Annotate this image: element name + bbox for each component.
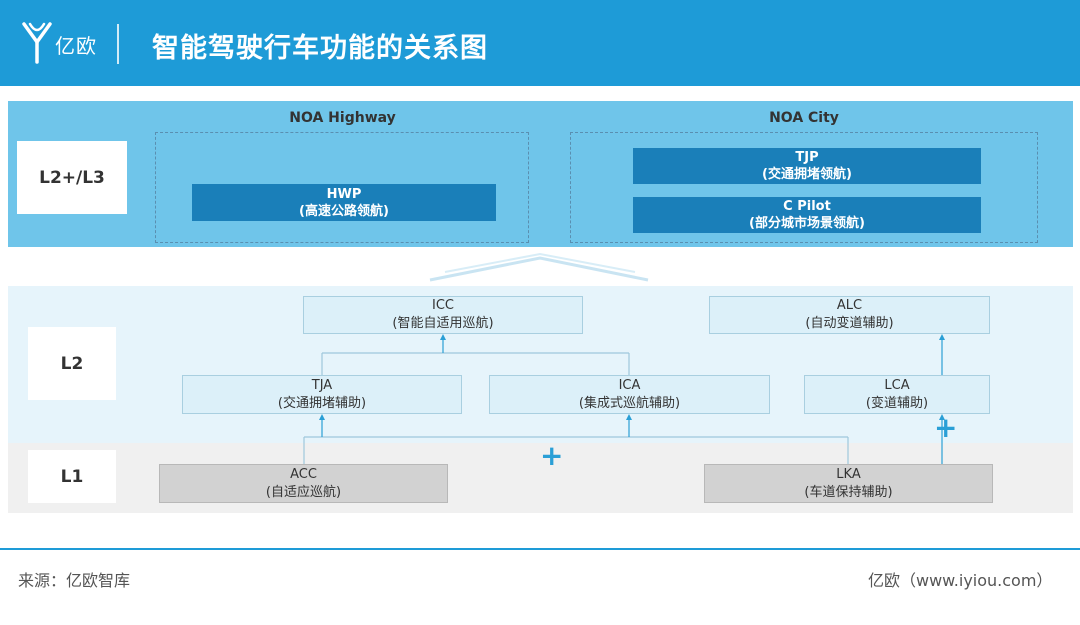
- box-hwp: HWP (高速公路领航): [192, 184, 496, 221]
- box-icc-desc: (智能自适用巡航): [392, 316, 494, 331]
- yiou-logo-icon: [22, 22, 52, 64]
- level-label-l2plus: L2+/L3: [17, 141, 127, 214]
- header-bar: [0, 0, 1080, 86]
- group-city: [570, 132, 1038, 243]
- box-alc-name: ALC: [836, 298, 863, 313]
- level-label-l2: L2: [28, 327, 116, 400]
- box-lka-name: LKA: [836, 466, 861, 482]
- box-tjp: TJP (交通拥堵领航): [633, 148, 981, 184]
- footer-site: 亿欧（www.iyiou.com）: [868, 571, 1053, 590]
- logo-text: 亿欧: [55, 34, 97, 58]
- box-alc: ALC (自动变道辅助): [709, 296, 990, 334]
- box-cpilot: C Pilot (部分城市场景领航): [633, 197, 981, 233]
- box-hwp-name: HWP: [326, 186, 362, 202]
- box-cpilot-desc: (部分城市场景领航): [749, 216, 865, 231]
- level-label-l1: L1: [28, 450, 116, 503]
- chevron-up-icon: [429, 256, 649, 282]
- box-lca: LCA (变道辅助): [804, 375, 990, 414]
- box-ica-desc: (集成式巡航辅助): [578, 395, 681, 411]
- plus-icon: +: [540, 439, 564, 472]
- box-lca-desc: (变道辅助): [865, 395, 929, 411]
- box-tjp-name: TJP: [795, 150, 819, 165]
- box-ica: ICA (集成式巡航辅助): [489, 375, 770, 414]
- box-tjp-desc: (交通拥堵领航): [762, 167, 852, 182]
- footer-source: 来源：亿欧智库: [18, 571, 131, 590]
- box-lca-name: LCA: [884, 377, 910, 393]
- box-hwp-desc: (高速公路领航): [299, 203, 389, 219]
- box-acc-name: ACC: [290, 466, 317, 482]
- box-cpilot-name: C Pilot: [783, 199, 831, 214]
- box-acc: ACC (自适应巡航): [159, 464, 448, 503]
- box-lka-desc: (车道保持辅助): [804, 484, 893, 500]
- group-label-city: NOA City: [769, 110, 839, 126]
- plus-icon: +: [934, 411, 958, 444]
- box-alc-desc: (自动变道辅助): [805, 316, 894, 331]
- footer-divider: [0, 548, 1080, 550]
- box-tja: TJA (交通拥堵辅助): [182, 375, 462, 414]
- box-lka: LKA (车道保持辅助): [704, 464, 993, 503]
- page-title: 智能驾驶行车功能的关系图: [152, 33, 488, 64]
- box-acc-desc: (自适应巡航): [265, 484, 342, 500]
- header-divider: [117, 24, 119, 64]
- box-icc-name: ICC: [432, 298, 454, 313]
- box-icc: ICC (智能自适用巡航): [303, 296, 583, 334]
- group-label-highway: NOA Highway: [289, 110, 396, 126]
- box-tja-desc: (交通拥堵辅助): [277, 395, 367, 411]
- box-tja-name: TJA: [311, 377, 333, 393]
- box-ica-name: ICA: [618, 377, 641, 393]
- group-highway: [155, 132, 529, 243]
